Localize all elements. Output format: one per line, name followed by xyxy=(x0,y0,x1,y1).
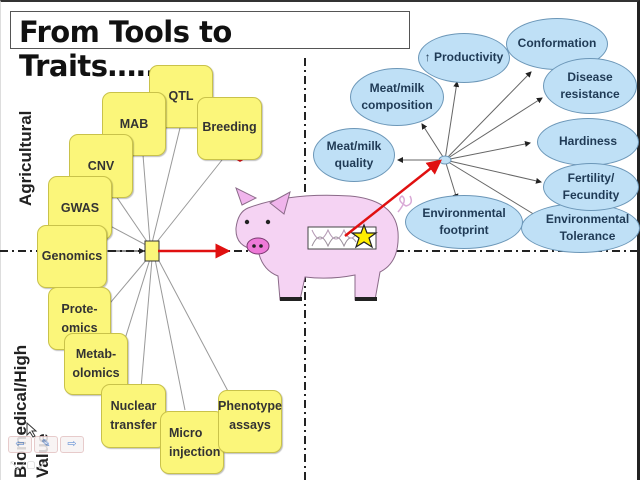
trait-label: Hardiness xyxy=(558,134,618,149)
tool-label: Genomics xyxy=(41,249,103,264)
tool-nuclear-transfer: Nuclear transfer xyxy=(101,384,166,448)
agricultural-label: Agricultural xyxy=(16,110,35,206)
trait-label: Fertility/ Fecundity xyxy=(562,170,620,202)
tool-label: Breeding xyxy=(202,120,257,134)
tool-label: Metab- olomics xyxy=(72,347,120,380)
trait-label: Conformation xyxy=(517,36,597,51)
pig-to-traits-arrow xyxy=(344,159,442,237)
trait-fertility-fecundity: Fertility/ Fecundity xyxy=(543,163,639,211)
mouse-cursor-icon xyxy=(26,422,38,438)
trait-meat-milk-quality: Meat/milk quality xyxy=(313,128,395,182)
trait-environmental-tolerance: Environmental Tolerance xyxy=(521,203,640,253)
next-slide-button[interactable]: ⇨ xyxy=(60,436,84,453)
trait-label: Disease resistance xyxy=(560,69,620,101)
tool-connectors xyxy=(79,127,231,411)
arrow-left-icon: ⇦ xyxy=(15,438,25,450)
trait-disease-resistance: Disease resistance xyxy=(543,58,637,114)
slide-title: From Tools to Traits……… xyxy=(19,15,232,83)
tool-micro-injection: Micro injection xyxy=(160,411,224,474)
tool-label: Prote- omics xyxy=(61,301,98,335)
trait-hub xyxy=(438,155,452,165)
tool-label: GWAS xyxy=(60,200,100,215)
star-icon xyxy=(350,223,378,249)
trait-label: ↑ Productivity xyxy=(424,50,504,65)
trait-connectors xyxy=(397,71,543,219)
trait-productivity: ↑ Productivity xyxy=(418,33,510,83)
pen-icon: ✎ xyxy=(41,438,51,450)
trait-meat-milk-composition: Meat/milk composition xyxy=(350,68,444,126)
tool-hub xyxy=(144,240,160,262)
title-box: From Tools to Traits……… xyxy=(10,11,410,83)
tool-genomics: Genomics xyxy=(37,225,107,288)
arrow-right-icon: ⇨ xyxy=(67,438,77,450)
tool-label: CNV xyxy=(87,158,115,173)
tool-label: Phenotype assays xyxy=(218,399,282,432)
trait-hardiness: Hardiness xyxy=(537,118,639,166)
tool-phenotype-assays: Phenotype assays xyxy=(218,390,282,453)
secondary-controls: ⤡ ⁄ ▢ ✓ xyxy=(10,460,47,472)
tool-label: QTL xyxy=(168,89,194,104)
tool-label: Micro injection xyxy=(169,425,221,459)
pen-tool-button[interactable]: ✎ xyxy=(34,436,58,453)
trait-label: Environmental Tolerance xyxy=(545,211,630,243)
trait-label: Meat/milk composition xyxy=(361,80,433,112)
tool-breeding: Breeding xyxy=(197,97,262,160)
tool-label: Nuclear transfer xyxy=(110,399,157,432)
tool-metabolomics: Metab- olomics xyxy=(64,333,128,395)
trait-environmental-footprint: Environmental footprint xyxy=(405,195,523,249)
prev-slide-button[interactable]: ⇦ xyxy=(8,436,32,453)
trait-label: Meat/milk quality xyxy=(326,138,382,170)
tool-label: MAB xyxy=(119,116,149,131)
trait-label: Environmental footprint xyxy=(422,205,506,237)
